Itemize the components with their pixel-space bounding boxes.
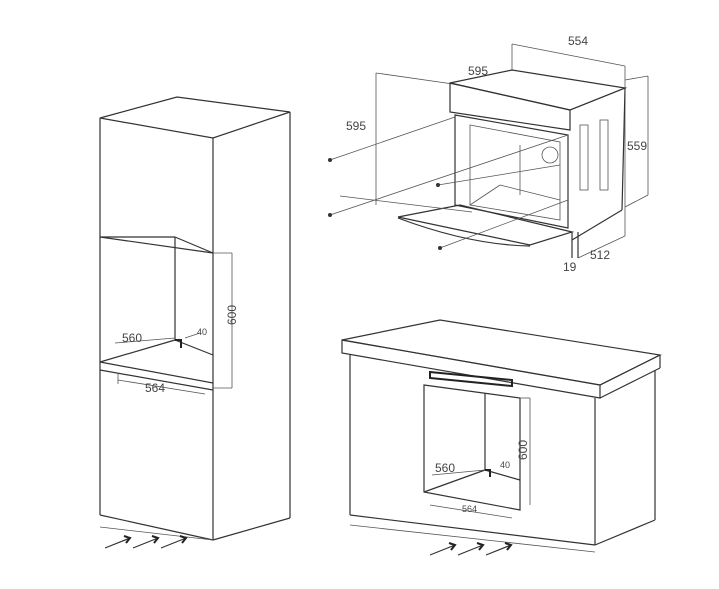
base-niche-height-label: 600 xyxy=(516,440,530,460)
base-airflow-arrows xyxy=(429,542,513,556)
tall-niche-width-label: 564 xyxy=(145,381,165,395)
oven-width-top-label: 554 xyxy=(568,34,588,48)
base-niche-width-label: 564 xyxy=(462,504,477,514)
tall-niche-depth-label: 560 xyxy=(122,331,142,345)
base-niche-depth-label: 560 xyxy=(435,461,455,475)
oven-depth-bottom-label: 512 xyxy=(590,248,610,262)
oven-width-front-label: 595 xyxy=(468,64,488,78)
oven xyxy=(328,43,649,259)
base-cabinet xyxy=(341,319,662,553)
tall-airflow-arrows xyxy=(104,535,188,549)
oven-door-label: 19 xyxy=(563,260,577,274)
tall-gap-label: 40 xyxy=(197,327,207,337)
tall-cabinet xyxy=(99,96,291,541)
oven-depth-label: 559 xyxy=(627,139,647,153)
tall-niche-height-label: 600 xyxy=(225,305,239,325)
base-gap-label: 40 xyxy=(500,460,510,470)
oven-height-label: 595 xyxy=(346,119,366,133)
